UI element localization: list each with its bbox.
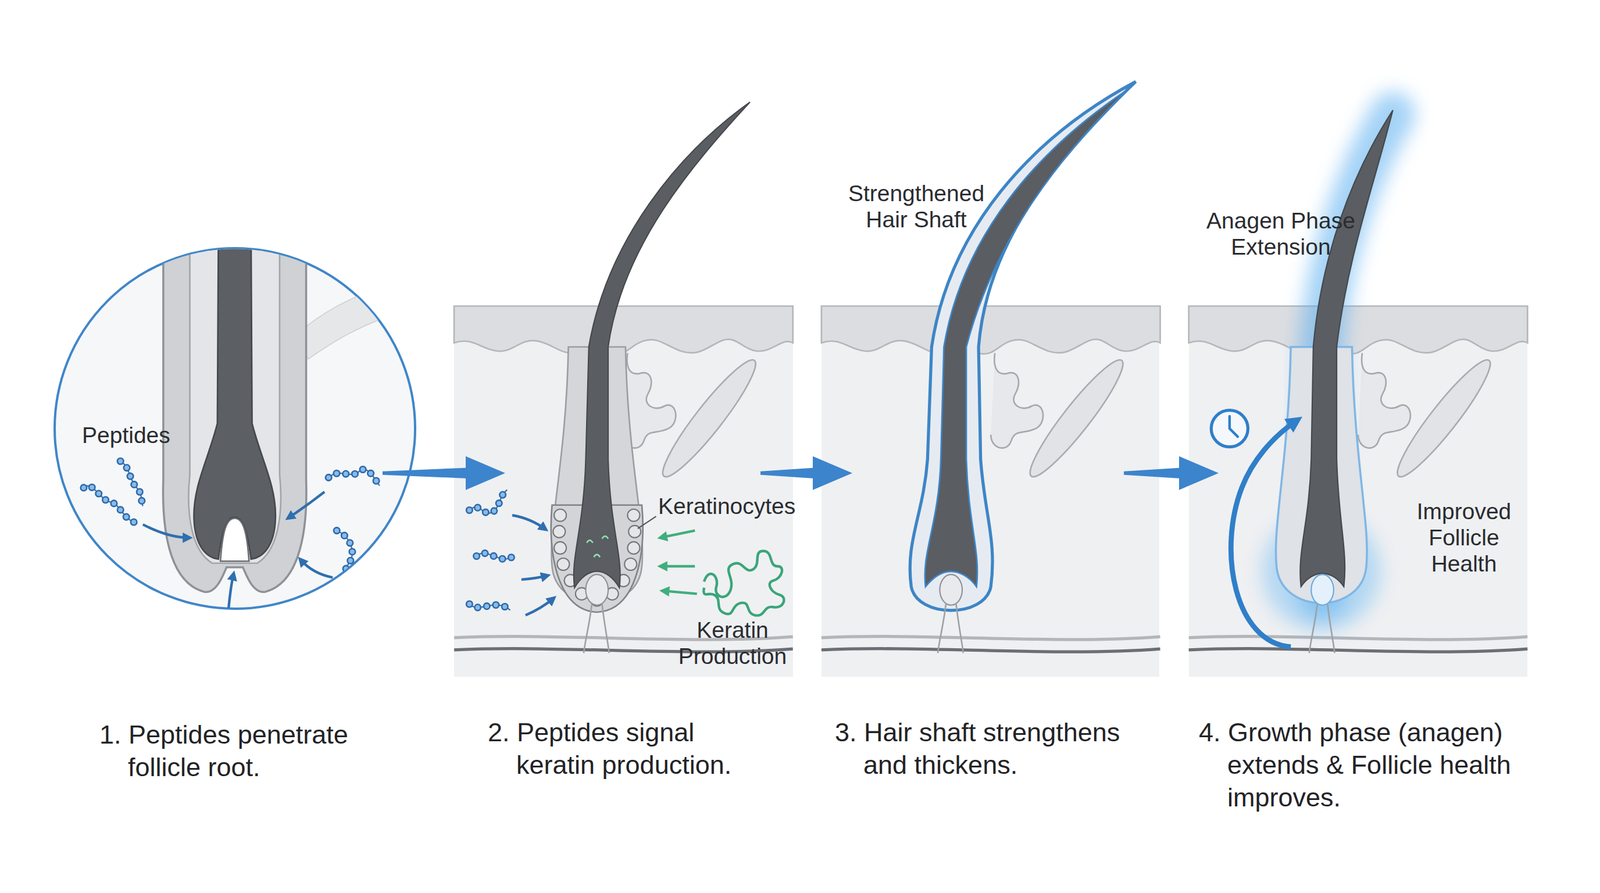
step-caption: 1. Peptides penetrate follicle root. bbox=[99, 718, 414, 784]
peptide-chain bbox=[476, 552, 514, 559]
peptide-chain bbox=[469, 489, 507, 513]
dermal-papilla bbox=[220, 518, 249, 562]
callout-label: Improved Follicle Health bbox=[1405, 498, 1523, 577]
peptide-chain bbox=[476, 552, 514, 559]
magnified-follicle bbox=[83, 234, 419, 627]
peptide-chain bbox=[336, 530, 353, 596]
skin-panel: Strengthened Hair Shaft3. Hair shaft str… bbox=[821, 306, 1160, 677]
keratin-panel-art bbox=[454, 102, 794, 654]
peptide-chain bbox=[83, 486, 135, 523]
clock-hands bbox=[1229, 416, 1238, 437]
peptide-chain bbox=[469, 604, 510, 611]
step-caption: 2. Peptides signal keratin production. bbox=[487, 716, 762, 782]
peptide-chain bbox=[469, 604, 510, 611]
peptide-chain bbox=[469, 604, 510, 611]
peptide-chain bbox=[328, 469, 380, 486]
blood-vessel bbox=[1309, 604, 1335, 653]
signal-arrow bbox=[512, 515, 546, 530]
keratin-arrow bbox=[660, 530, 696, 538]
step-caption: 3. Hair shaft strengthens and thickens. bbox=[834, 716, 1167, 782]
peptide-chain bbox=[469, 489, 507, 513]
callout-label: Peptides bbox=[81, 422, 210, 449]
bulb-region bbox=[551, 505, 644, 613]
outer-root-sheath bbox=[162, 234, 306, 593]
penetration-arrow bbox=[143, 524, 191, 538]
faint-gland bbox=[294, 273, 419, 359]
peptide-chain bbox=[158, 604, 253, 627]
penetration-arrow bbox=[287, 491, 325, 519]
hair-shaft bbox=[1300, 110, 1393, 588]
keratin-protein bbox=[703, 551, 784, 616]
shaft-panel-art bbox=[821, 81, 1161, 653]
skin-layers bbox=[821, 306, 1161, 653]
penetration-arrow bbox=[228, 573, 234, 609]
keratin-arrow bbox=[660, 565, 696, 568]
callout-label: Keratinocytes bbox=[658, 493, 810, 520]
peptide-chain bbox=[120, 461, 144, 506]
growth-glow bbox=[1262, 512, 1381, 631]
peptide-chain bbox=[469, 489, 507, 513]
keratinocyte-cells bbox=[552, 509, 641, 607]
skin-panel: KeratinocytesKeratin Production2. Peptid… bbox=[454, 306, 794, 677]
signal-arrow bbox=[525, 597, 555, 616]
flow-arrow bbox=[1123, 456, 1219, 491]
follicle-sheath bbox=[1275, 347, 1367, 604]
peptide-chain bbox=[336, 530, 353, 596]
cycle-arrow bbox=[1230, 420, 1297, 648]
dermal-papilla bbox=[939, 574, 963, 606]
skin-panel: Anagen Phase ExtensionImproved Follicle … bbox=[1188, 306, 1528, 677]
signal-arrow bbox=[521, 575, 549, 580]
keratin-marks bbox=[586, 536, 609, 557]
peptide-chain bbox=[328, 469, 380, 486]
penetration-arrow bbox=[300, 559, 333, 578]
callout-label: Keratin Production bbox=[645, 616, 820, 670]
blood-vessel bbox=[583, 604, 610, 653]
hair-shaft bbox=[925, 89, 1128, 587]
peptide-chain bbox=[158, 604, 253, 627]
callout-label: Anagen Phase Extension bbox=[1187, 207, 1374, 260]
magnified-follicle-circle: Peptides1. Peptides penetrate follicle r… bbox=[53, 247, 417, 610]
hair-shaft bbox=[573, 102, 750, 588]
peptide-chain bbox=[158, 604, 253, 627]
growth-glow bbox=[1320, 114, 1394, 598]
dermal-papilla bbox=[585, 574, 609, 606]
inner-root-sheath bbox=[188, 234, 281, 564]
peptide-chain bbox=[120, 461, 144, 506]
callout-label: Strengthened Hair Shaft bbox=[829, 180, 1004, 233]
peptide-chain bbox=[336, 530, 353, 596]
step-caption: 4. Growth phase (anagen) extends & Folli… bbox=[1198, 716, 1534, 814]
follicle-sheath bbox=[551, 347, 643, 604]
blood-vessel bbox=[937, 604, 964, 653]
skin-layers bbox=[1188, 306, 1528, 653]
flow-arrow bbox=[382, 456, 506, 491]
peptide-chain bbox=[83, 486, 135, 523]
peptide-chain bbox=[83, 486, 135, 523]
peptide-chain bbox=[328, 469, 380, 486]
leader-line bbox=[637, 516, 657, 529]
peptide-chain bbox=[476, 552, 514, 559]
peptide-chain bbox=[120, 461, 144, 506]
anagen-panel-art bbox=[1188, 110, 1528, 654]
clock-icon bbox=[1211, 410, 1248, 448]
strength-envelope bbox=[909, 81, 1136, 611]
skin-layers bbox=[454, 306, 794, 653]
hair-root bbox=[194, 234, 276, 560]
flow-arrow bbox=[760, 456, 853, 491]
keratin-arrow bbox=[662, 590, 698, 594]
dermal-papilla bbox=[1311, 574, 1334, 606]
